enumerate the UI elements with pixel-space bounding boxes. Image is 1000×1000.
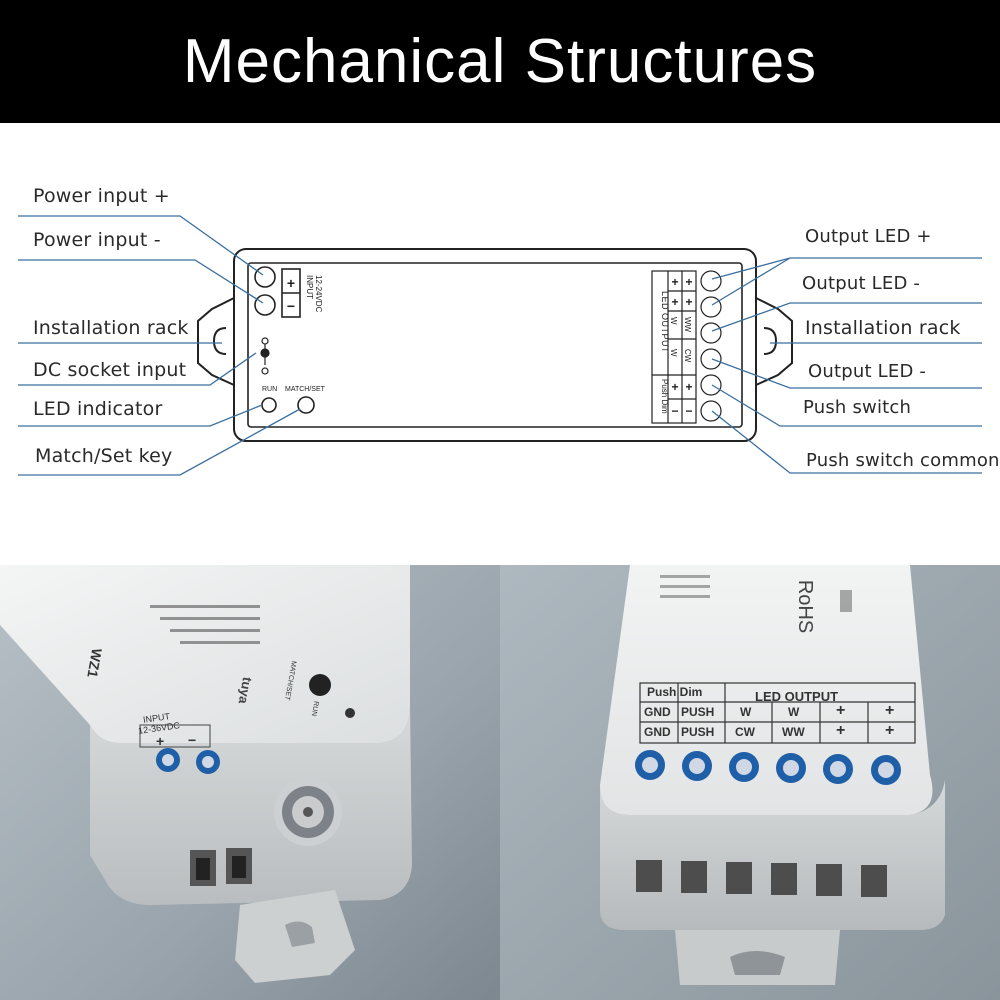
label-output-led-plus: Output LED + bbox=[805, 226, 932, 247]
table-w-2: W bbox=[669, 349, 678, 357]
input-plus-sign: + bbox=[287, 275, 295, 291]
table-plus-5: + bbox=[671, 380, 678, 394]
photo-right-w-2: W bbox=[788, 705, 800, 719]
photo-right-illustration bbox=[500, 565, 1000, 1000]
output-table bbox=[651, 270, 722, 424]
right-leader-lines bbox=[711, 257, 982, 474]
dc-socket-icon bbox=[260, 337, 270, 375]
input-voltage-text: 12-24VDC bbox=[314, 275, 323, 313]
table-minus-2: − bbox=[685, 404, 692, 418]
push-dim-text: Push Dim bbox=[660, 379, 669, 414]
led-output-text: LED OUTPUT bbox=[660, 291, 670, 353]
table-plus-2: + bbox=[685, 275, 692, 289]
table-plus-4: + bbox=[685, 295, 692, 309]
device-diagram: + − INPUT 12-24VDC RUN MATCH/SET bbox=[18, 215, 982, 476]
photo-right-plus-2: + bbox=[885, 702, 895, 719]
table-minus-1: − bbox=[671, 404, 678, 418]
photo-right-cw: CW bbox=[735, 725, 755, 739]
label-output-led-minus-2: Output LED - bbox=[808, 361, 927, 382]
label-output-led-minus-1: Output LED - bbox=[802, 273, 921, 294]
label-led-indicator: LED indicator bbox=[33, 398, 163, 420]
label-power-input-minus: Power input - bbox=[33, 229, 161, 251]
photo-right: Push Dim LED OUTPUT GND PUSH W W + + GND… bbox=[500, 565, 1000, 1000]
input-terminals bbox=[254, 266, 301, 318]
photo-right-push-dim: Push Dim bbox=[647, 685, 703, 699]
table-ww: WW bbox=[683, 317, 692, 333]
photo-left-minus: − bbox=[188, 732, 197, 748]
input-minus-sign: − bbox=[287, 298, 295, 314]
led-indicator-circle bbox=[261, 397, 277, 413]
label-power-input-plus: Power input + bbox=[33, 185, 170, 207]
photo-left: INPUT 12-36VDC + − tuya WZ1 RUN MATCH/SE… bbox=[0, 565, 500, 1000]
photo-right-led-output: LED OUTPUT bbox=[755, 689, 839, 704]
table-cw: CW bbox=[683, 349, 692, 363]
table-plus-1: + bbox=[671, 275, 678, 289]
photo-right-plus-3: + bbox=[836, 722, 846, 739]
photo-right-push-2: PUSH bbox=[681, 725, 715, 739]
photo-right-push-1: PUSH bbox=[681, 705, 715, 719]
run-text: RUN bbox=[262, 386, 277, 393]
photo-right-gnd-2: GND bbox=[644, 725, 671, 739]
label-match-set-key: Match/Set key bbox=[35, 445, 173, 467]
header-bar: Mechanical Structures bbox=[0, 0, 1000, 123]
page-title: Mechanical Structures bbox=[182, 27, 818, 96]
label-push-switch-common: Push switch common bbox=[806, 450, 1000, 471]
diagram-panel: + − INPUT 12-24VDC RUN MATCH/SET bbox=[0, 123, 1000, 565]
photo-left-illustration bbox=[0, 565, 500, 1000]
table-plus-3: + bbox=[671, 295, 678, 309]
table-plus-6: + bbox=[685, 380, 692, 394]
label-push-switch: Push switch bbox=[803, 397, 912, 418]
label-installation-rack-right: Installation rack bbox=[805, 317, 961, 339]
product-photos: INPUT 12-36VDC + − tuya WZ1 RUN MATCH/SE… bbox=[0, 565, 1000, 1000]
photo-right-w-1: W bbox=[740, 705, 752, 719]
device-outline bbox=[197, 248, 793, 442]
input-header-text: INPUT bbox=[305, 275, 314, 299]
photo-right-plus-4: + bbox=[885, 722, 895, 739]
photo-right-ww: WW bbox=[782, 725, 805, 739]
photo-right-plus-1: + bbox=[836, 702, 846, 719]
table-w-1: W bbox=[669, 317, 678, 325]
label-dc-socket-input: DC socket input bbox=[33, 359, 187, 381]
label-installation-rack-left: Installation rack bbox=[33, 317, 189, 339]
photo-right-rohs: RoHS bbox=[794, 579, 817, 634]
photo-right-gnd-1: GND bbox=[644, 705, 671, 719]
photo-left-plus: + bbox=[156, 733, 165, 749]
match-set-text: MATCH/SET bbox=[285, 386, 326, 393]
match-key-circle[interactable] bbox=[297, 396, 315, 414]
left-leader-lines bbox=[18, 215, 301, 476]
